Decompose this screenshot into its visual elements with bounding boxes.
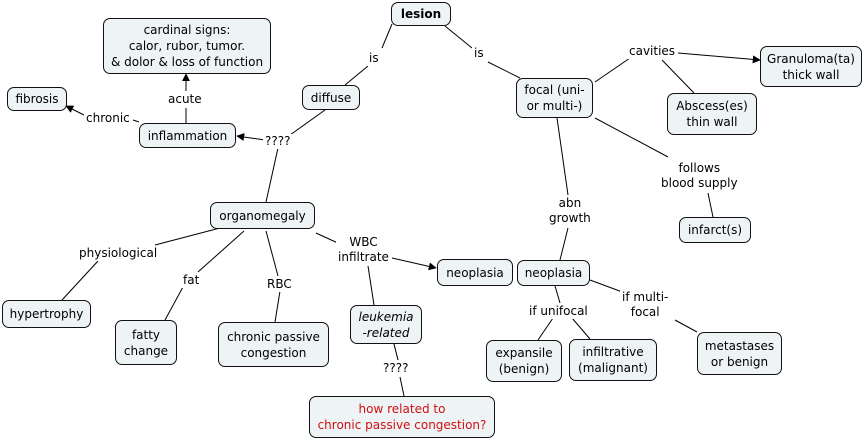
node-infiltrative[interactable]: infiltrative (malignant): [569, 339, 657, 381]
label-cavities: cavities: [627, 44, 678, 59]
label-wbc-infiltrate: WBC infiltrate: [336, 235, 391, 265]
label-chronic: chronic: [84, 111, 132, 126]
line-organomegaly-rbc: [265, 230, 279, 277]
node-metastases[interactable]: metastases or benign: [697, 332, 782, 375]
line-focal-follows: [594, 117, 669, 158]
label-is-left: is: [367, 51, 381, 66]
node-focal[interactable]: focal (uni- or multi-): [516, 78, 593, 118]
label-rbc: RBC: [265, 277, 294, 292]
line-leukemia-qmarks: [393, 343, 399, 361]
line-qmarks-howrelated: [399, 376, 405, 397]
line-rbc-chronic-passive: [274, 290, 281, 323]
label-acute: acute: [166, 92, 204, 107]
line-lesion-is-left: [381, 23, 393, 49]
node-organomegaly[interactable]: organomegaly: [210, 202, 315, 229]
line-qmarks-organomegaly: [265, 147, 279, 203]
line-fat-fatty: [164, 286, 184, 321]
label-qmarks-top: ????: [263, 134, 293, 149]
line-neoplasia-unifocal: [554, 285, 561, 304]
node-expansile[interactable]: expansile (benign): [486, 340, 562, 382]
node-how-related[interactable]: how related to chronic passive congestio…: [309, 396, 495, 438]
node-abscess[interactable]: Abscess(es) thin wall: [667, 93, 757, 135]
node-leukemia-related[interactable]: leukemia -related: [350, 305, 422, 344]
node-neoplasia-wbc[interactable]: neoplasia: [437, 259, 513, 286]
line-neoplasia-multifocal: [589, 279, 626, 294]
node-hypertrophy[interactable]: hypertrophy: [2, 300, 91, 328]
line-focal-cavities: [594, 57, 631, 83]
line-diffuse-qmarks: [289, 109, 326, 136]
label-is-right: is: [472, 46, 486, 61]
line-multifocal-metastases: [674, 319, 698, 333]
line-is-right-focal: [487, 61, 521, 79]
node-inflammation[interactable]: inflammation: [139, 123, 236, 148]
node-chronic-passive-congestion[interactable]: chronic passive congestion: [218, 322, 329, 367]
line-organomegaly-fat: [197, 230, 245, 273]
line-follows-infarct: [707, 192, 714, 218]
line-focal-abn: [556, 117, 569, 196]
line-unifocal-expansile: [537, 317, 554, 341]
label-if-multifocal: if multi- focal: [620, 290, 671, 320]
label-follows-blood-supply: follows blood supply: [659, 161, 740, 191]
label-fat: fat: [181, 273, 202, 288]
line-organomegaly-physiological: [154, 227, 221, 246]
line-wbc-neoplasia: [391, 257, 437, 271]
line-lesion-is-right: [444, 25, 473, 49]
label-qmarks-bottom: ????: [381, 361, 411, 376]
node-fatty-change[interactable]: fatty change: [115, 320, 177, 365]
label-abn-growth: abn growth: [547, 196, 593, 226]
node-cardinal-signs[interactable]: cardinal signs: calor, rubor, tumor. & d…: [103, 18, 271, 74]
line-wbc-leukemia: [367, 265, 375, 306]
node-lesion[interactable]: lesion: [391, 2, 451, 26]
line-abn-neoplasia: [559, 227, 569, 261]
node-neoplasia-growth[interactable]: neoplasia: [517, 260, 590, 286]
line-cavities-abscess: [661, 59, 695, 94]
line-cavities-granuloma: [677, 52, 761, 64]
line-inflammation-chronic: [132, 119, 140, 123]
label-if-unifocal: if unifocal: [527, 304, 590, 319]
line-unifocal-infiltrative: [571, 317, 591, 340]
node-infarct[interactable]: infarct(s): [679, 217, 751, 243]
line-physiological-hypertrophy: [61, 260, 99, 301]
line-is-left-diffuse: [344, 65, 369, 86]
label-physiological: physiological: [77, 246, 160, 261]
line-qmarks-inflammation: [236, 133, 266, 141]
line-chronic-fibrosis: [65, 105, 85, 116]
node-diffuse[interactable]: diffuse: [302, 85, 360, 110]
node-granuloma[interactable]: Granuloma(ta) thick wall: [760, 46, 862, 87]
node-fibrosis[interactable]: fibrosis: [7, 87, 67, 111]
